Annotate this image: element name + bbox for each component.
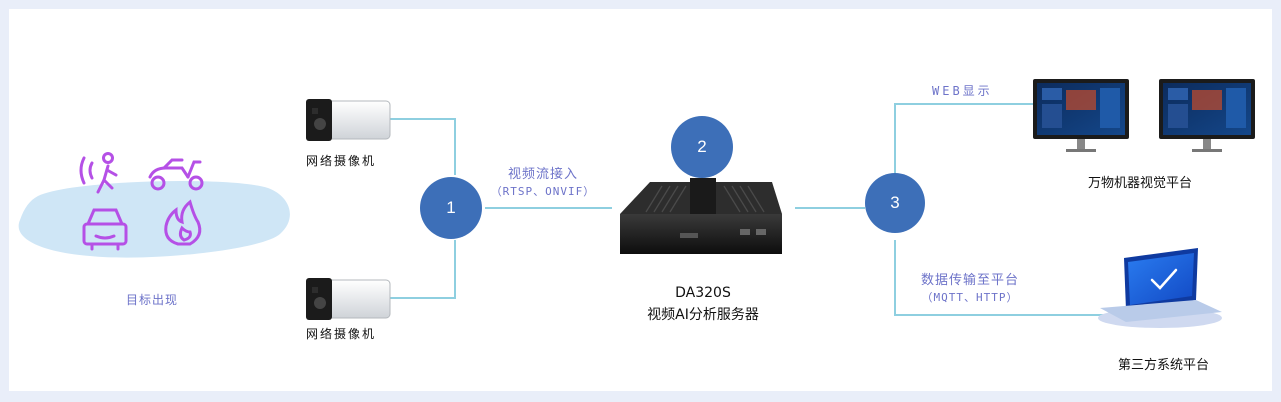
connection-lines <box>390 103 1112 316</box>
server-box-icon <box>620 178 782 254</box>
camera-1 <box>306 99 391 141</box>
node-circle-3 <box>865 173 925 233</box>
data-transfer-label: 数据传输至平台 （MQTT、HTTP） <box>905 272 1035 306</box>
car-icon <box>82 208 128 251</box>
camera-2-label: 网络摄像机 <box>306 327 377 341</box>
monitor-1 <box>1033 79 1129 152</box>
camera-1-label: 网络摄像机 <box>306 154 377 168</box>
data-transfer-line2: （MQTT、HTTP） <box>921 291 1019 304</box>
web-display-label: WEB显示 <box>932 84 993 98</box>
server-label: DA320S 视频AI分析服务器 <box>628 282 778 326</box>
fire-icon <box>164 199 202 246</box>
ingest-label-line1: 视频流接入 <box>507 167 578 182</box>
wire-camera1-node1 <box>390 118 456 175</box>
third-party-label: 第三方系统平台 <box>1118 358 1210 373</box>
scene-floor <box>18 181 290 258</box>
laptop-icon <box>1098 248 1222 328</box>
wire-node3-monitors <box>894 103 1035 175</box>
node-circles <box>420 116 925 239</box>
scene-label: 目标出现 <box>126 293 179 307</box>
platform-label: 万物机器视觉平台 <box>1088 176 1193 191</box>
node-circle-2 <box>671 116 733 178</box>
target-scene <box>18 152 290 258</box>
bullet-camera-icon <box>306 99 391 320</box>
wire-camera2-node1 <box>390 240 456 299</box>
ingest-label: 视频流接入 （RTSP、ONVIF） <box>480 166 606 200</box>
data-transfer-line1: 数据传输至平台 <box>920 273 1019 288</box>
server-model: DA320S <box>675 285 731 301</box>
monitor-icon <box>1033 79 1255 152</box>
node-circle-1 <box>420 177 482 239</box>
ingest-label-line2: （RTSP、ONVIF） <box>490 185 596 198</box>
monitor-2 <box>1159 79 1255 152</box>
server-name: 视频AI分析服务器 <box>647 307 759 323</box>
person-walking-icon <box>79 152 118 194</box>
camera-2 <box>306 278 391 320</box>
scooter-icon <box>148 158 204 191</box>
wire-node3-laptop <box>894 240 1112 316</box>
